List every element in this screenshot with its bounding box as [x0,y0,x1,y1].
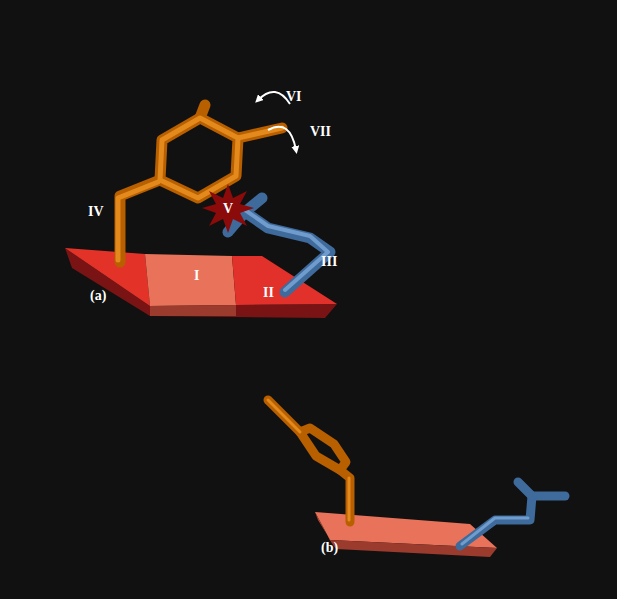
clash-star [202,184,254,233]
callout-number: IV [88,205,104,219]
callout-number: VI [286,90,302,104]
callout-number: III [321,255,337,269]
orange-residue-b [268,400,350,522]
blue-residue-b [460,482,565,546]
orange-residue-a [118,105,282,262]
blue-residue-a [228,198,330,292]
region-label: I [194,269,199,283]
callout-number: VII [310,125,331,139]
callout-number: V [223,202,233,216]
panel-label: (a) [90,289,106,303]
rotation-arrow-vii [268,127,296,150]
rotation-arrow-vi [258,92,290,104]
region-label: II [263,286,274,300]
panel-label: (b) [321,541,338,555]
